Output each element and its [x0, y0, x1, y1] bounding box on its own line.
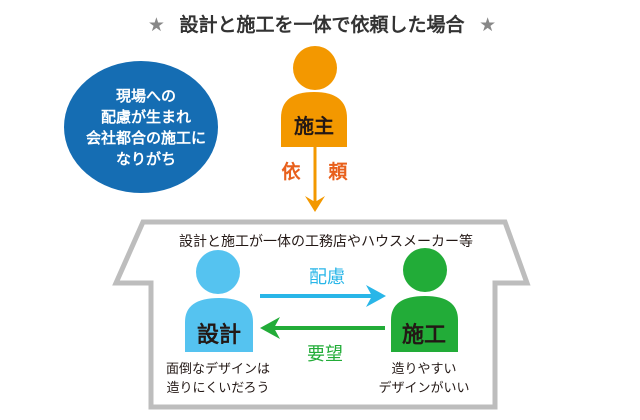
designer-label: 設計 [196, 323, 242, 348]
builder-label: 施工 [401, 323, 447, 348]
title: ★ 設計と施工を一体で依頼した場合 ★ [148, 10, 496, 37]
comment-line: 造りにくいだろう [166, 381, 270, 396]
demand-label: 要望 [307, 344, 343, 365]
bubble-line: 会社都合の施工に [85, 129, 207, 147]
comment-line: 面倒なデザインは [165, 362, 271, 377]
request-arrow [305, 147, 325, 212]
star-icon: ★ [147, 14, 165, 36]
builder-person-icon [391, 248, 458, 352]
title-text: 設計と施工を一体で依頼した場合 [179, 14, 465, 36]
bubble-line: なりがち [115, 150, 177, 168]
bubble-text: 現場への 配慮が生まれ 会社都合の施工に なりがち [86, 86, 206, 170]
consideration-label: 配慮 [309, 267, 345, 288]
owner-label: 施主 [294, 114, 334, 138]
request-label-left: 依 [281, 161, 301, 183]
designer-person-icon [185, 250, 253, 352]
star-icon: ★ [479, 14, 497, 36]
builder-comment: 造りやすい デザインがいい [378, 360, 469, 398]
house-caption: 設計と施工が一体の工務店やハウスメーカー等 [179, 234, 473, 250]
demand-arrow [260, 317, 385, 339]
owner-person-icon [281, 46, 347, 147]
request-label-right: 頼 [328, 161, 348, 183]
comment-line: 造りやすい [391, 362, 457, 377]
comment-bubble [64, 61, 218, 193]
bubble-line: 現場への [115, 87, 177, 105]
designer-comment: 面倒なデザインは 造りにくいだろう [166, 360, 270, 398]
bubble-line: 配慮が生まれ [100, 108, 192, 126]
comment-line: デザインがいい [378, 381, 470, 396]
consideration-arrow [260, 285, 386, 307]
